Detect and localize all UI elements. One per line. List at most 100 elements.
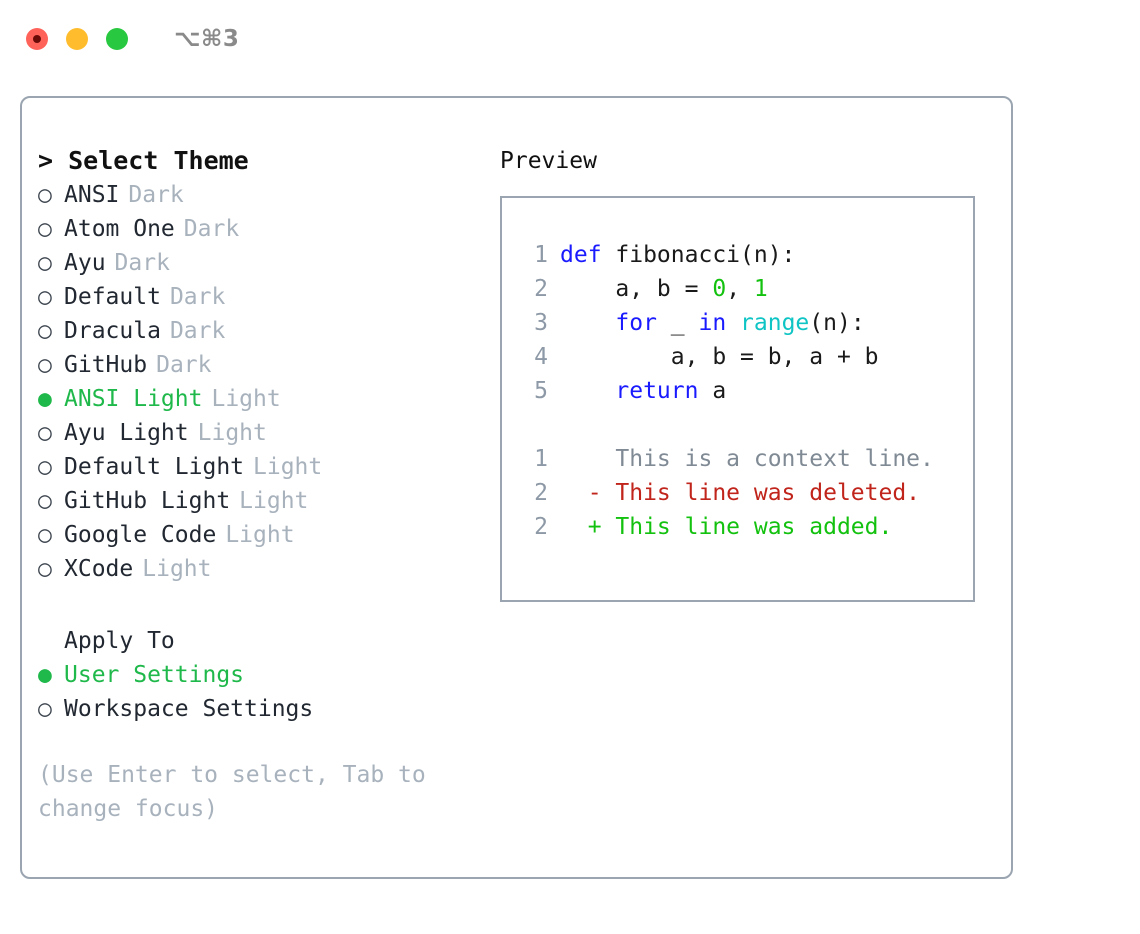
code-line: 3 for _ in range(n): xyxy=(518,306,973,340)
radio-selected-icon: ● xyxy=(38,386,52,412)
radio-unselected-icon: ○ xyxy=(38,488,52,514)
theme-option-name: ANSI xyxy=(64,182,120,208)
code-token-plain xyxy=(726,310,740,336)
code-token-plain xyxy=(560,310,615,336)
record-dot-icon xyxy=(33,35,41,43)
radio-unselected-icon: ○ xyxy=(38,284,52,310)
theme-option-default[interactable]: ○ Default Dark xyxy=(38,280,488,314)
theme-option-ayu[interactable]: ○ Ayu Dark xyxy=(38,246,488,280)
code-line-number: 5 xyxy=(534,378,548,404)
code-token-plain: (n): xyxy=(809,310,865,336)
code-line: 4 a, b = b, a + b xyxy=(518,340,973,374)
code-token-plain: a, b = xyxy=(560,276,713,302)
theme-option-dracula[interactable]: ○ Dracula Dark xyxy=(38,314,488,348)
radio-unselected-icon: ○ xyxy=(38,454,52,480)
code-token-plain xyxy=(560,378,615,404)
code-token-kw: return xyxy=(615,378,699,404)
theme-option-tag: Dark xyxy=(114,250,170,276)
theme-option-name: Ayu Light xyxy=(64,420,189,446)
code-diff-spacer xyxy=(518,408,973,442)
radio-unselected-icon: ○ xyxy=(38,522,52,548)
code-line: 2 a, b = 0, 1 xyxy=(518,272,973,306)
theme-option-tag: Light xyxy=(239,488,309,514)
code-line-number: 1 xyxy=(534,242,548,268)
diff-line: 2 - This line was deleted. xyxy=(518,476,973,510)
code-token-plain: fibonacci(n): xyxy=(615,242,796,268)
radio-unselected-icon: ○ xyxy=(38,216,52,242)
diff-line-number: 2 xyxy=(534,480,548,506)
theme-option-name: Default Light xyxy=(64,454,245,480)
code-token-plain: _ xyxy=(656,310,699,336)
theme-option-name: Dracula xyxy=(64,318,161,344)
code-line: 5 return a xyxy=(518,374,973,408)
theme-option-github[interactable]: ○ GitHub Dark xyxy=(38,348,488,382)
theme-option-tag: Light xyxy=(211,386,281,412)
theme-option-tag: Light xyxy=(253,454,323,480)
radio-unselected-icon: ○ xyxy=(38,556,52,582)
theme-option-tag: Dark xyxy=(156,352,212,378)
diff-line-number: 1 xyxy=(534,446,548,472)
theme-option-github-light[interactable]: ○ GitHub Light Light xyxy=(38,484,488,518)
theme-option-tag: Light xyxy=(197,420,267,446)
code-line-number: 2 xyxy=(534,276,548,302)
diff-line-content: This is a context line. xyxy=(560,446,934,472)
apply-to-header: Apply To xyxy=(64,628,175,654)
radio-unselected-icon: ○ xyxy=(38,420,52,446)
minimize-button-icon[interactable] xyxy=(66,28,88,50)
keyboard-hint-text: (Use Enter to select, Tab to change focu… xyxy=(38,762,426,822)
apply-to-option-list: ●User Settings○Workspace Settings xyxy=(38,658,488,726)
theme-option-name: Default xyxy=(64,284,161,310)
radio-unselected-icon: ○ xyxy=(38,250,52,276)
theme-option-ayu-light[interactable]: ○ Ayu Light Light xyxy=(38,416,488,450)
theme-option-tag: Light xyxy=(225,522,295,548)
close-button-icon[interactable] xyxy=(26,28,48,50)
radio-unselected-icon: ○ xyxy=(38,318,52,344)
select-theme-header: > Select Theme xyxy=(38,146,249,175)
section-spacer xyxy=(38,586,488,624)
code-token-plain: a xyxy=(698,378,727,404)
radio-unselected-icon: ○ xyxy=(38,696,52,722)
code-token-plain: , xyxy=(726,276,754,302)
theme-option-name: ANSI Light xyxy=(64,386,203,412)
theme-option-ansi-light[interactable]: ● ANSI Light Light xyxy=(38,382,488,416)
radio-unselected-icon: ○ xyxy=(38,352,52,378)
theme-option-name: GitHub Light xyxy=(64,488,231,514)
theme-option-tag: Dark xyxy=(128,182,184,208)
theme-option-tag: Dark xyxy=(169,318,226,344)
code-token-kw: for xyxy=(615,310,657,336)
diff-line-content: + This line was added. xyxy=(560,514,893,540)
theme-option-name: GitHub xyxy=(64,352,148,378)
code-line-content: for _ in range(n): xyxy=(560,306,865,340)
apply-to-option-user-settings[interactable]: ●User Settings xyxy=(38,658,488,692)
maximize-button-icon[interactable] xyxy=(106,28,128,50)
code-token-num: 0 xyxy=(712,276,727,302)
diff-sample: 1 This is a context line.2 - This line w… xyxy=(518,442,973,544)
code-token-kw: def xyxy=(560,242,616,268)
code-line: 1 def fibonacci(n): xyxy=(518,238,973,272)
code-line-number: 4 xyxy=(534,344,548,370)
preview-title: Preview xyxy=(500,148,597,174)
code-token-plain: a, b = b, a + b xyxy=(560,344,879,370)
theme-option-name: Ayu xyxy=(64,250,106,276)
theme-option-name: Atom One xyxy=(64,216,175,242)
keyboard-shortcut-label: ⌥⌘3 xyxy=(174,26,240,52)
code-line-content: def fibonacci(n): xyxy=(560,238,795,272)
theme-option-default-light[interactable]: ○ Default Light Light xyxy=(38,450,488,484)
diff-line: 1 This is a context line. xyxy=(518,442,973,476)
code-line-content: a, b = b, a + b xyxy=(560,340,879,374)
theme-option-atom-one[interactable]: ○ Atom One Dark xyxy=(38,212,488,246)
code-line-content: return a xyxy=(560,374,726,408)
code-line-number: 3 xyxy=(534,310,548,336)
apply-to-option-workspace-settings[interactable]: ○Workspace Settings xyxy=(38,692,488,726)
theme-option-tag: Dark xyxy=(169,284,226,310)
theme-option-tag: Dark xyxy=(183,216,240,242)
